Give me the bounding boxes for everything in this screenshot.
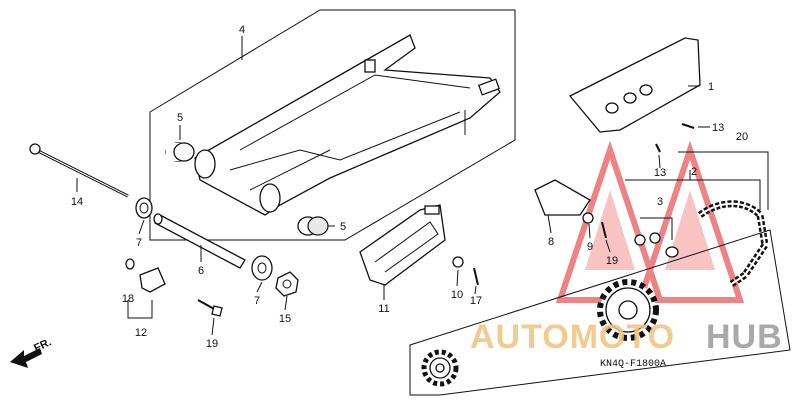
front-direction-label: FR. — [32, 336, 53, 354]
drawing-code: KN4Q-F1800A — [600, 359, 666, 370]
callout-6: 6 — [198, 265, 204, 277]
pivot-bolt — [29, 143, 129, 198]
watermark-logo — [555, 140, 745, 303]
sprocket-frame — [409, 229, 791, 396]
callout-14: 14 — [71, 196, 83, 208]
callout-19: 19 — [206, 338, 218, 350]
callout-11: 11 — [378, 303, 389, 315]
front-direction-arrow — [10, 348, 42, 368]
washer-10 — [452, 256, 464, 268]
small-sprocket — [421, 349, 459, 387]
chain-case — [568, 37, 701, 133]
callout-1: 1 — [708, 81, 714, 93]
swingarm-frame-box — [149, 9, 516, 241]
callout-16: 17 — [470, 295, 482, 307]
washer-lower — [251, 255, 273, 281]
callout-4: 4 — [239, 24, 245, 36]
bracket-3 — [640, 217, 673, 240]
bolt-13-upper — [681, 123, 695, 129]
callout-8: 8 — [548, 236, 554, 248]
washer-upper — [135, 197, 153, 219]
chain-joint — [634, 232, 679, 258]
bushing-upper — [165, 142, 195, 162]
bracket-20 — [678, 151, 769, 210]
watermark-text: AUTOMOTO HUB — [470, 318, 783, 356]
watermark-text-b: HUB — [706, 318, 783, 356]
bracket-12 — [125, 258, 166, 293]
callout-17: 18 — [122, 293, 134, 305]
washer-9 — [582, 212, 594, 224]
bolt-18 — [601, 221, 607, 239]
callout-12: 12 — [135, 327, 147, 339]
callout-18: 19 — [606, 255, 618, 267]
callout-10: 10 — [451, 289, 463, 301]
callout-9: 9 — [587, 241, 593, 253]
callout-7a: 7 — [136, 237, 142, 249]
callout-20: 20 — [736, 131, 748, 143]
callout-13b: 13 — [654, 167, 666, 179]
guide-plate — [534, 179, 591, 216]
bushing-lower — [297, 216, 329, 236]
drive-sprocket — [597, 279, 659, 341]
callout-13a: 13 — [712, 122, 724, 134]
leader-lines — [76, 36, 710, 336]
bolt-13-lower — [655, 143, 661, 153]
callout-3: 3 — [657, 196, 663, 208]
callout-2: 2 — [691, 166, 697, 178]
pivot-nut — [275, 271, 299, 297]
bolt-19 — [197, 299, 223, 317]
callout-5b: 5 — [340, 221, 346, 233]
callout-5a: 5 — [177, 112, 183, 124]
callout-7b: 7 — [254, 295, 260, 307]
callout-15: 15 — [279, 313, 291, 325]
chain-slider — [359, 204, 446, 286]
swingarm — [194, 34, 501, 216]
bolt-16 — [473, 267, 479, 286]
callout-labels: 4 1 13 20 2 13 3 5 5 14 7 6 7 15 19 18 1… — [71, 24, 748, 350]
watermark-text-a: AUTOMOTO — [470, 318, 675, 356]
drive-chain — [697, 200, 769, 288]
pivot-shaft — [153, 213, 246, 269]
bracket-2 — [625, 179, 761, 210]
bracket-12-lines — [127, 300, 153, 319]
